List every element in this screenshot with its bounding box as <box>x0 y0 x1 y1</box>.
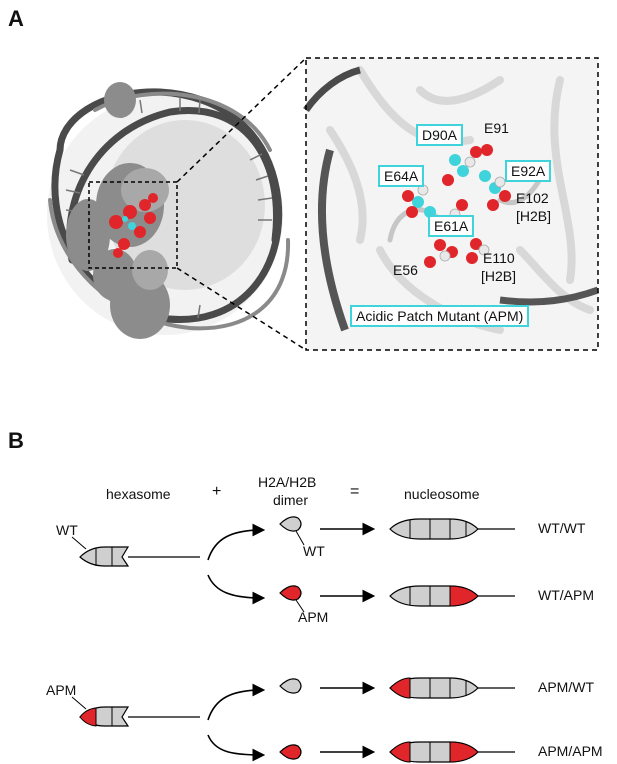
outcome-apm-apm: APM/APM <box>538 743 603 759</box>
callout-apm-title: Acidic Patch Mutant (APM) <box>350 305 530 327</box>
nucleosome-apm-apm <box>389 741 515 763</box>
header-dimer-line2: dimer <box>273 492 309 508</box>
zoom-connector-lines <box>176 57 307 351</box>
header-plus: + <box>212 483 222 500</box>
hexasome-wt <box>71 536 200 567</box>
label-hexasome-wt: WT <box>56 522 78 538</box>
callout-d90a: D90A <box>416 124 464 146</box>
header-dimer-line1: H2A/H2B <box>258 474 317 490</box>
outcome-wt-wt: WT/WT <box>538 520 586 536</box>
callout-e61a: E61A <box>428 215 475 237</box>
callout-e92a: E92A <box>505 160 552 182</box>
nucleosome-wt-wt <box>389 518 515 540</box>
outcome-wt-apm: WT/APM <box>538 587 594 603</box>
panel-a-label: A <box>8 6 24 31</box>
outcome-apm-wt: APM/WT <box>538 679 594 695</box>
callout-e102: E102 <box>516 190 549 206</box>
hexasome-apm <box>71 696 200 727</box>
callout-e110-sub: [H2B] <box>481 268 517 284</box>
label-dimer-wt: WT <box>303 543 325 559</box>
nucleosome-apm-wt <box>389 677 515 699</box>
callout-e110: E110 <box>483 250 515 266</box>
zoom-panel <box>303 57 600 351</box>
nucleosome-structure <box>47 82 291 339</box>
header-nucleosome: nucleosome <box>404 486 480 502</box>
header-hexasome: hexasome <box>106 486 171 502</box>
callout-e91: E91 <box>484 120 509 136</box>
label-dimer-apm: APM <box>298 609 329 625</box>
panel-b-schematic <box>71 516 515 763</box>
header-equals: = <box>350 483 360 500</box>
label-hexasome-apm: APM <box>46 682 77 698</box>
callout-e56: E56 <box>393 262 418 278</box>
panel-b-label: B <box>8 428 24 453</box>
callout-e102-sub: [H2B] <box>516 208 552 224</box>
callout-e64a: E64A <box>378 165 425 187</box>
nucleosome-wt-apm <box>389 585 515 607</box>
